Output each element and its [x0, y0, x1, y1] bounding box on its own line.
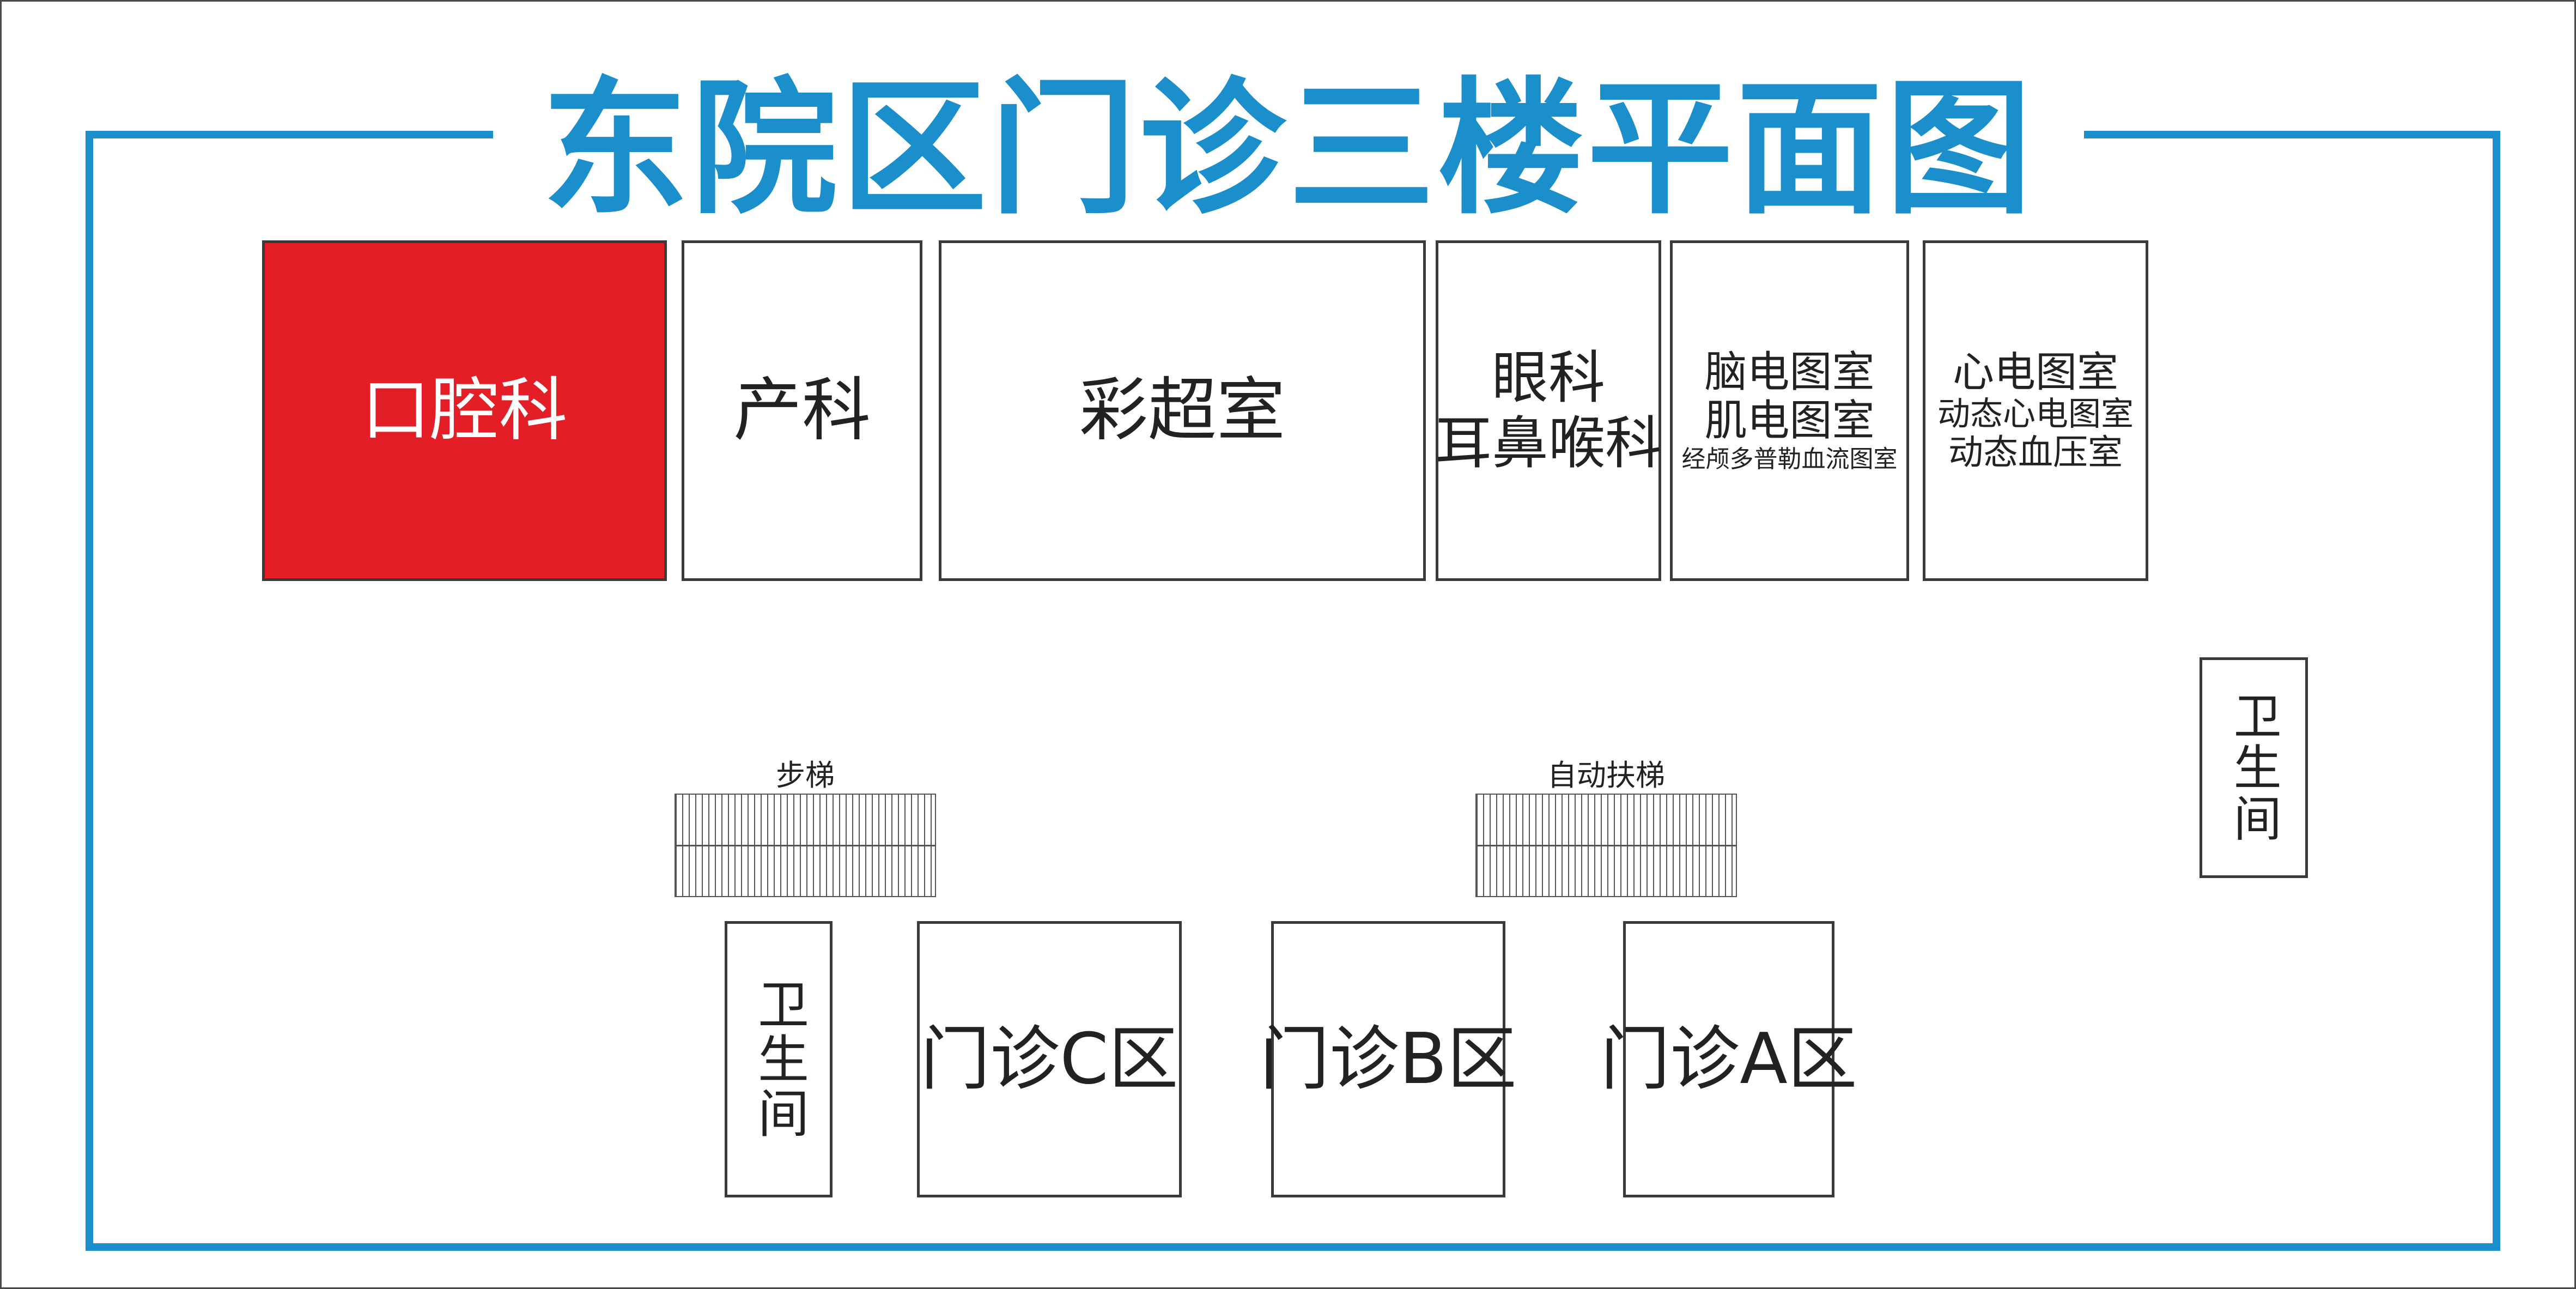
page-title: 东院区门诊三楼平面图 [542, 64, 2035, 234]
clinic-a[interactable]: 门诊A区 [1600, 921, 1857, 1197]
restroom-left-label: 卫生间 [749, 977, 809, 1141]
escalator-label: 自动扶梯 [1547, 758, 1665, 792]
room-obstetrics[interactable]: 产科 [682, 240, 922, 581]
room-obstetrics-label: 产科 [733, 370, 871, 451]
room-ophthalmology-line1: 眼科 [1491, 344, 1605, 411]
clinic-a-label: 门诊A区 [1600, 1018, 1857, 1100]
room-ophthalmology-line2: 耳鼻喉科 [1435, 409, 1662, 476]
clinic-c-label: 门诊C区 [920, 1018, 1178, 1100]
room-ecg-line3: 动态血压室 [1948, 432, 2123, 473]
room-eeg-group[interactable]: 脑电图室 肌电图室 经颅多普勒血流图室 [1670, 240, 1909, 581]
room-dental[interactable]: 口腔科 [262, 240, 667, 581]
room-ecg-line2: 动态心电图室 [1937, 395, 2134, 433]
room-color-ultrasound[interactable]: 彩超室 [939, 240, 1426, 581]
room-eeg-line2: 肌电图室 [1704, 396, 1875, 446]
clinic-c[interactable]: 门诊C区 [917, 921, 1182, 1197]
room-ecg-line1: 心电图室 [1953, 347, 2118, 396]
room-eeg-line1: 脑电图室 [1704, 347, 1875, 397]
escalator[interactable] [1475, 794, 1737, 897]
clinic-b-label: 门诊B区 [1260, 1018, 1517, 1100]
clinic-b[interactable]: 门诊B区 [1260, 921, 1517, 1197]
restroom-left[interactable]: 卫生间 [725, 921, 833, 1197]
title-mask [493, 119, 2084, 152]
room-color-ultrasound-label: 彩超室 [1079, 370, 1285, 451]
room-dental-label: 口腔科 [361, 370, 568, 451]
room-ecg-group[interactable]: 心电图室 动态心电图室 动态血压室 [1923, 240, 2148, 581]
room-eeg-line3: 经颅多普勒血流图室 [1681, 445, 1898, 473]
restroom-right[interactable]: 卫生间 [2200, 657, 2308, 878]
restroom-right-label: 卫生间 [2226, 691, 2282, 845]
stairway-label: 步梯 [776, 758, 835, 792]
room-ophthalmology-ent[interactable]: 眼科 耳鼻喉科 [1435, 240, 1662, 581]
stairway[interactable] [675, 794, 936, 897]
